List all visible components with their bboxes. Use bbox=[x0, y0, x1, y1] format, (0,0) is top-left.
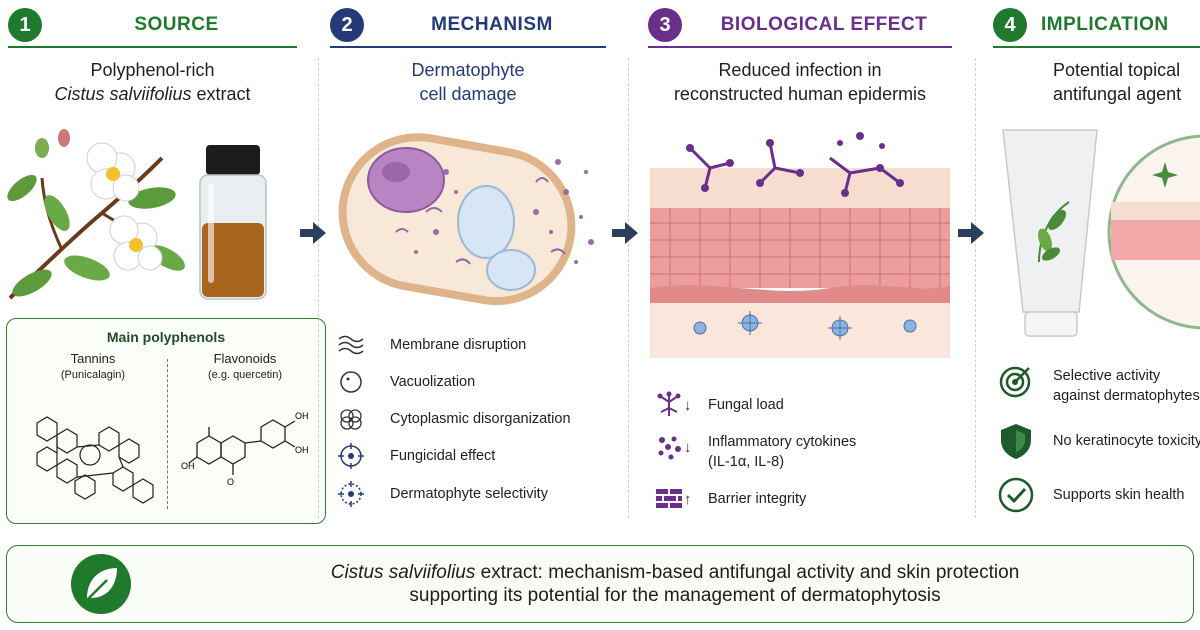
fungal-cell-illustration bbox=[338, 133, 594, 306]
mechanism-label: Vacuolization bbox=[390, 374, 476, 390]
divider bbox=[318, 58, 319, 518]
subtitle-line: Reduced infection in bbox=[718, 60, 882, 80]
increase-arrow-icon: ↑ bbox=[684, 491, 692, 508]
target-icon bbox=[338, 443, 364, 469]
dots-icon bbox=[658, 436, 681, 460]
leaf-icon bbox=[84, 568, 117, 603]
atom-label: OH bbox=[295, 411, 309, 421]
punicalagin-structure bbox=[36, 416, 154, 504]
atom-label: O bbox=[227, 477, 234, 487]
effect-label: Fungal load bbox=[708, 397, 784, 413]
section-mechanism: 2 MECHANISM Dermatophyte cell damage Mem… bbox=[322, 0, 614, 525]
leaf-badge bbox=[71, 554, 131, 614]
quercetin-structure: OH O OH OH bbox=[181, 411, 309, 487]
section-subtitle: Dermatophyte cell damage bbox=[322, 58, 614, 106]
mechanism-label: Membrane disruption bbox=[390, 337, 527, 353]
implication-label: Supports skin health bbox=[1053, 487, 1185, 503]
divider bbox=[628, 58, 629, 518]
waves-icon bbox=[338, 335, 364, 355]
mechanism-label: Fungicidal effect bbox=[390, 448, 496, 464]
effect-label: Inflammatory cytokines (IL-1α, IL-8) bbox=[708, 432, 856, 472]
tangle-icon bbox=[340, 409, 362, 430]
step-number: 2 bbox=[330, 8, 364, 42]
tannins-name: Tannins bbox=[70, 351, 116, 366]
dotted-target-icon bbox=[338, 481, 364, 507]
polyphenols-title: Main polyphenols bbox=[106, 329, 226, 345]
effect-label-line: (IL-1α, IL-8) bbox=[708, 454, 785, 470]
subtitle-line: antifungal agent bbox=[1053, 84, 1182, 104]
flavonoids-label: Flavonoids (e.g. quercetin) bbox=[175, 351, 315, 381]
section-source: 1 SOURCE Polyphenol-rich Cistus salviifo… bbox=[0, 0, 326, 525]
mechanism-label: Dermatophyte selectivity bbox=[390, 486, 548, 502]
step-number: 3 bbox=[648, 8, 682, 42]
flavonoids-example: (e.g. quercetin) bbox=[208, 369, 282, 381]
subtitle-line: Dermatophyte bbox=[411, 60, 525, 80]
section-header: 4 IMPLICATION bbox=[993, 6, 1200, 48]
section-title: MECHANISM bbox=[431, 14, 553, 35]
circle-icon bbox=[340, 371, 362, 393]
section-header: 3 BIOLOGICAL EFFECT bbox=[648, 6, 952, 48]
section-implication: 4 IMPLICATION Potential topical antifung… bbox=[985, 0, 1200, 525]
decrease-arrow-icon: ↓ bbox=[684, 397, 692, 414]
section-subtitle: Potential topical antifungal agent bbox=[1033, 58, 1200, 106]
section-header: 2 MECHANISM bbox=[330, 6, 606, 48]
atom-label: OH bbox=[295, 445, 309, 455]
subtitle-line: Polyphenol-rich bbox=[90, 60, 215, 80]
cream-tube-illustration bbox=[1002, 129, 1098, 337]
summary-text: Cistus salviifolius extract: mechanism-b… bbox=[197, 561, 1153, 607]
step-number: 4 bbox=[993, 8, 1027, 42]
summary-line: extract: mechanism-based antifungal acti… bbox=[475, 562, 1020, 583]
implication-label: Selective activity against dermatophytes bbox=[1053, 366, 1200, 406]
target-arrow-icon bbox=[999, 366, 1031, 398]
atom-label: OH bbox=[181, 461, 195, 471]
species-name: Cistus salviifolius bbox=[54, 84, 192, 104]
section-subtitle: Reduced infection in reconstructed human… bbox=[640, 58, 960, 106]
section-title: SOURCE bbox=[134, 14, 219, 35]
tannins-example: (Punicalagin) bbox=[60, 369, 126, 381]
shield-icon bbox=[1001, 424, 1031, 459]
effect-label: Barrier integrity bbox=[708, 491, 807, 507]
check-icon bbox=[998, 477, 1034, 513]
implication-label-line: Selective activity bbox=[1053, 368, 1161, 384]
section-title: IMPLICATION bbox=[1041, 14, 1169, 35]
subtitle-line: extract bbox=[191, 84, 251, 104]
polyphenols-box: Main polyphenols Tannins (Punicalagin) F… bbox=[6, 318, 326, 524]
section-header: 1 SOURCE bbox=[8, 6, 297, 48]
effect-label-line: Inflammatory cytokines bbox=[708, 434, 857, 450]
step-number: 1 bbox=[8, 8, 42, 42]
bricks-icon bbox=[656, 489, 682, 508]
implication-label: No keratinocyte toxicity bbox=[1053, 433, 1200, 449]
divider bbox=[167, 359, 168, 509]
subtitle-line: cell damage bbox=[419, 84, 517, 104]
tannins-label: Tannins (Punicalagin) bbox=[23, 351, 163, 381]
flow-arrow-icon bbox=[300, 222, 326, 244]
summary-line: supporting its potential for the managem… bbox=[409, 585, 941, 606]
species-name: Cistus salviifolius bbox=[330, 562, 476, 583]
implication-label-line: against dermatophytes bbox=[1053, 388, 1200, 404]
section-title: BIOLOGICAL EFFECT bbox=[720, 14, 928, 35]
hyphae-icon bbox=[657, 391, 681, 416]
healthy-skin-illustration bbox=[1107, 134, 1200, 330]
mechanism-label: Cytoplasmic disorganization bbox=[390, 411, 571, 427]
cistus-plant-illustration bbox=[7, 129, 185, 300]
epidermis-illustration bbox=[650, 132, 950, 358]
summary-banner: Cistus salviifolius extract: mechanism-b… bbox=[6, 545, 1194, 623]
flavonoids-name: Flavonoids bbox=[213, 351, 277, 366]
subtitle-line: reconstructed human epidermis bbox=[673, 84, 927, 104]
flow-arrow-icon bbox=[958, 222, 984, 244]
decrease-arrow-icon: ↓ bbox=[684, 439, 692, 456]
flow-arrow-icon bbox=[612, 222, 638, 244]
subtitle-line: Potential topical bbox=[1053, 60, 1181, 80]
section-biological-effect: 3 BIOLOGICAL EFFECT Reduced infection in… bbox=[640, 0, 960, 525]
divider bbox=[975, 58, 976, 518]
section-subtitle: Polyphenol-rich Cistus salviifolius extr… bbox=[0, 58, 305, 106]
extract-vial-illustration bbox=[199, 145, 267, 300]
